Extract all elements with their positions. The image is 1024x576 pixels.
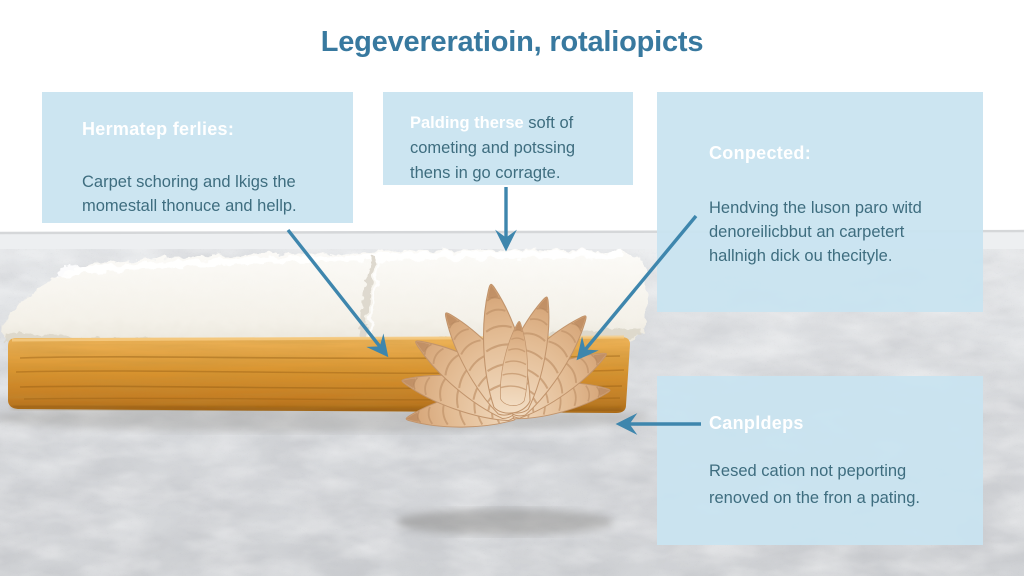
carpet-pile-layer: [2, 249, 646, 350]
info-box-body-text: soft of cometing and potssing thens in g…: [410, 114, 576, 182]
info-box-body: Carpet schoring and lkigs the momestall …: [82, 173, 297, 215]
info-box-top-middle: Palding therse soft of cometing and pots…: [383, 92, 633, 185]
info-box-top-left: Hermatep ferlies: Carpet schoring and lk…: [42, 92, 353, 223]
info-box-heading: Conpected:: [709, 143, 811, 163]
info-box-body: Hendving the luson paro witd denoreilicb…: [709, 199, 922, 265]
info-box-bottom-right: Canpldeps Resed cation not peporting ren…: [657, 376, 983, 545]
info-box-inline-heading: Palding therse: [410, 114, 524, 132]
info-box-heading: Hermatep ferlies:: [82, 119, 235, 139]
info-box-body: Palding therse soft of cometing and pots…: [410, 111, 619, 186]
page-title: Legevereratioin, rotaliopicts: [320, 26, 704, 58]
cluster-shadow: [397, 509, 613, 535]
info-box-heading: Canpldeps: [709, 413, 804, 433]
info-box-body: Resed cation not peporting renoved on th…: [709, 462, 920, 507]
info-box-top-right: Conpected: Hendving the luson paro witd …: [657, 92, 983, 312]
